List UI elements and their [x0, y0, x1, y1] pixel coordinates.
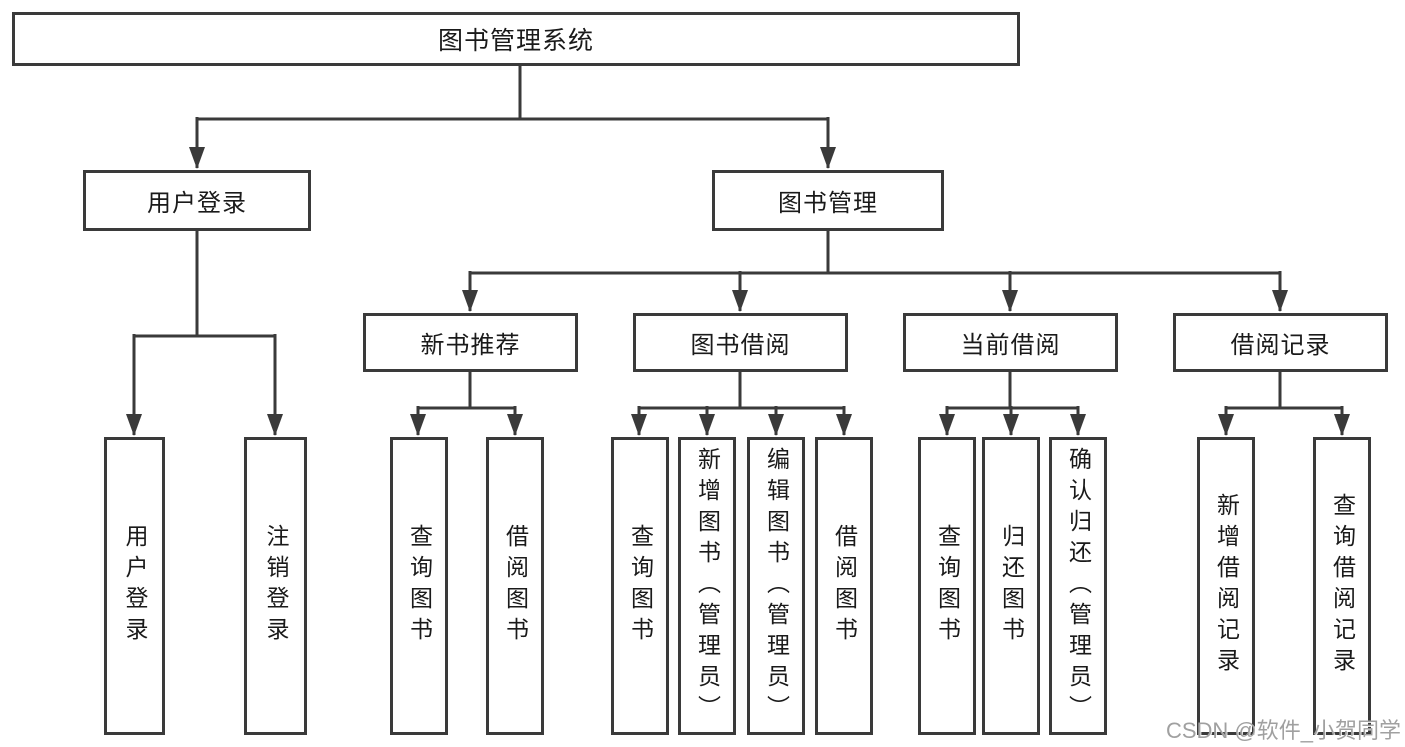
node-label: 图书管理: [778, 190, 878, 217]
leaf-return-books: 归还图书: [982, 437, 1040, 735]
node-label: 查询借阅记录: [1329, 493, 1356, 679]
node-label: 归还图书: [998, 524, 1025, 648]
node-new-book-recommend: 新书推荐: [363, 313, 578, 372]
node-label: 用户登录: [122, 524, 148, 648]
leaf-user-login: 用户登录: [104, 437, 165, 735]
node-label: 图书管理系统: [437, 27, 594, 55]
node-borrowing-records: 借阅记录: [1173, 313, 1388, 372]
node-label: 确认归还（管理员）: [1065, 446, 1092, 726]
node-label: 查询图书: [934, 524, 961, 648]
node-label: 查询图书: [406, 524, 433, 648]
leaf-borrow-books-recommend: 借阅图书: [486, 437, 544, 735]
node-user-login: 用户登录: [83, 170, 311, 231]
node-book-borrowing: 图书借阅: [633, 313, 848, 372]
leaf-query-borrow-record: 查询借阅记录: [1313, 437, 1371, 735]
node-label: 借阅图书: [831, 524, 858, 648]
node-label: 用户登录: [147, 190, 247, 217]
node-label: 注销登录: [263, 524, 289, 648]
node-label: 图书借阅: [690, 332, 791, 359]
leaf-logout: 注销登录: [244, 437, 307, 735]
node-label: 借阅记录: [1230, 332, 1331, 359]
leaf-add-book-admin: 新增图书（管理员）: [678, 437, 736, 735]
node-label: 查询图书: [627, 524, 654, 648]
leaf-query-books-current: 查询图书: [918, 437, 976, 735]
node-label: 新书推荐: [420, 332, 521, 359]
node-label: 借阅图书: [502, 524, 529, 648]
leaf-borrow-books-borrowing: 借阅图书: [815, 437, 873, 735]
node-label: 新增借阅记录: [1213, 493, 1240, 679]
node-label: 编辑图书（管理员）: [763, 446, 790, 726]
leaf-confirm-return-admin: 确认归还（管理员）: [1049, 437, 1107, 735]
node-book-management: 图书管理: [712, 170, 944, 231]
leaf-query-books-recommend: 查询图书: [390, 437, 448, 735]
node-label: 新增图书（管理员）: [694, 446, 721, 726]
leaf-edit-book-admin: 编辑图书（管理员）: [747, 437, 805, 735]
leaf-add-borrow-record: 新增借阅记录: [1197, 437, 1255, 735]
node-label: 当前借阅: [960, 332, 1061, 359]
leaf-query-books-borrowing: 查询图书: [611, 437, 669, 735]
node-library-management-system: 图书管理系统: [12, 12, 1020, 66]
node-current-borrowing: 当前借阅: [903, 313, 1118, 372]
